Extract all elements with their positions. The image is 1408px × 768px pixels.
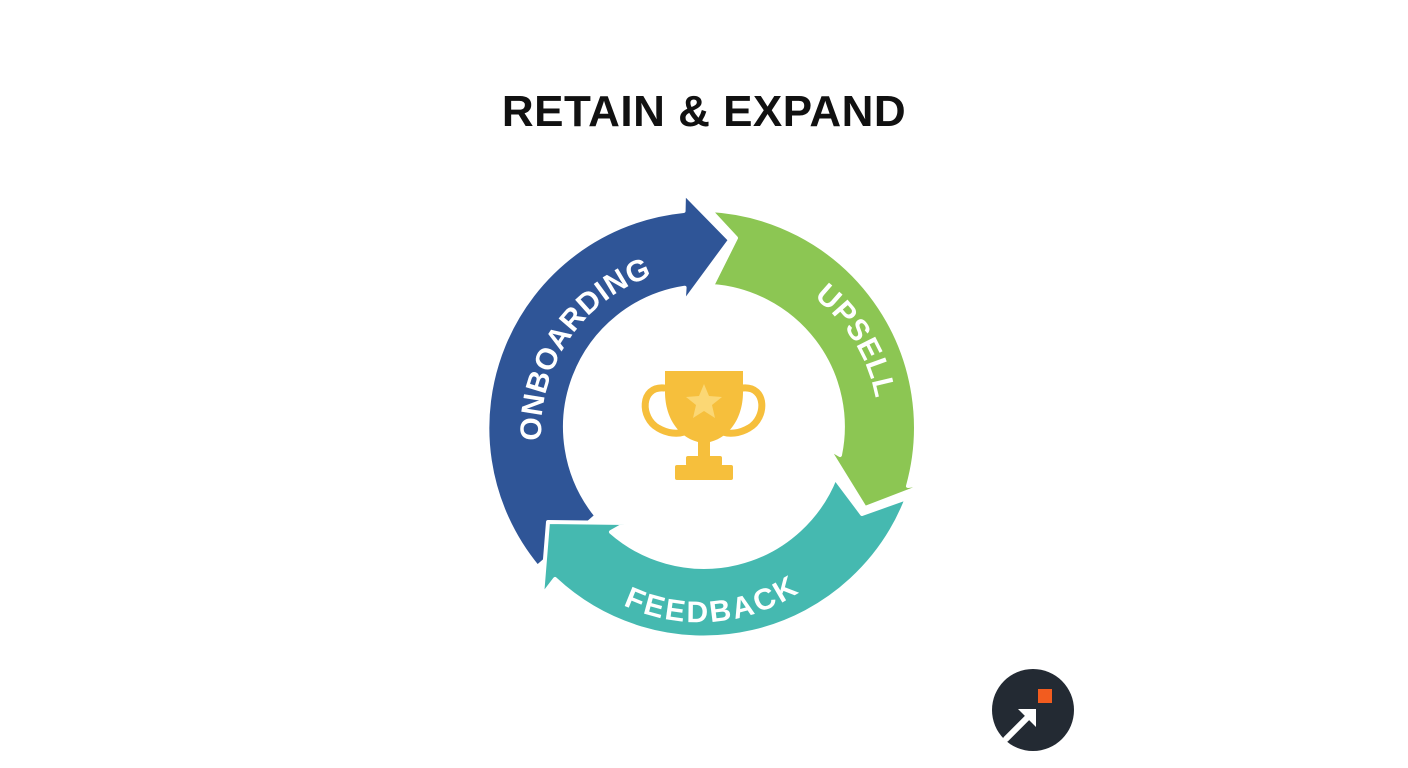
brand-logo bbox=[992, 669, 1074, 751]
upsell-arrow bbox=[708, 208, 932, 510]
onboarding-arrow bbox=[485, 191, 732, 569]
feedback-arrow bbox=[540, 476, 909, 640]
trophy-icon bbox=[641, 371, 766, 480]
diagram-title: RETAIN & EXPAND bbox=[501, 87, 907, 136]
arrow-up-right-icon bbox=[1003, 689, 1052, 742]
